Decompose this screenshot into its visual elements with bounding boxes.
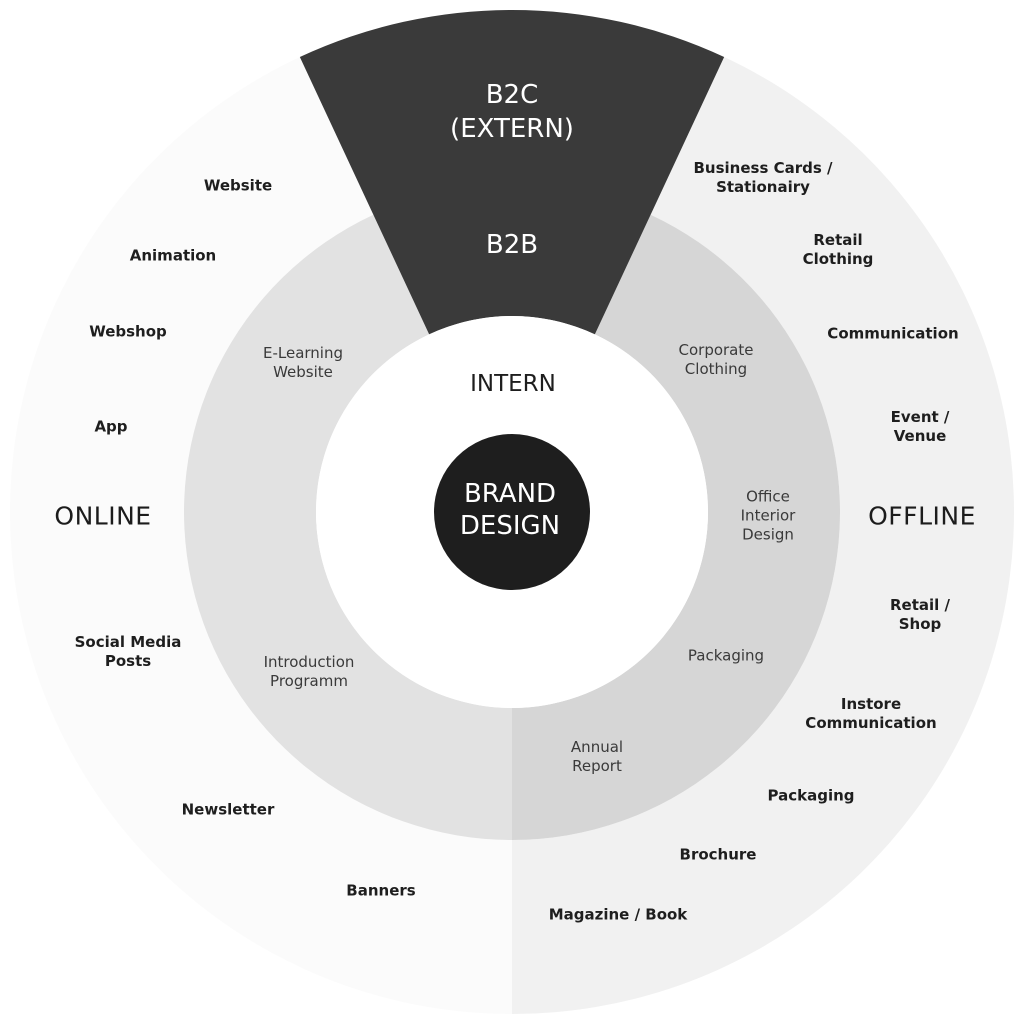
offline-item-retail-shop: Retail / Shop	[890, 596, 950, 633]
outer-ring-online	[9, 57, 512, 1014]
online-item-newsletter: Newsletter	[181, 800, 275, 819]
b2b-item-e-learning-website: E-Learning Website	[262, 344, 344, 381]
b2b-item-office-interior-design: Office Interior Design	[740, 487, 796, 544]
offline-item-retail-clothing: Retail Clothing	[802, 231, 874, 268]
online-item-website: Website	[203, 176, 273, 195]
middle-ring-right	[512, 214, 840, 840]
offline-item-packaging: Packaging	[767, 786, 855, 805]
b2b-label: B2B	[485, 230, 539, 260]
b2c-label: B2C (EXTERN)	[450, 80, 574, 144]
online-item-banners: Banners	[346, 881, 416, 900]
intern-label: INTERN	[470, 371, 556, 397]
offline-label: OFFLINE	[868, 501, 976, 531]
b2b-item-packaging: Packaging	[687, 646, 765, 665]
brand-design-label: BRAND DESIGN	[459, 479, 561, 541]
offline-item-business-cards: Business Cards / Stationairy	[693, 159, 833, 196]
brand-design-core	[434, 434, 590, 590]
b2b-item-corporate-clothing: Corporate Clothing	[678, 341, 754, 378]
offline-item-brochure: Brochure	[679, 845, 757, 864]
online-item-app: App	[94, 417, 128, 436]
online-item-webshop: Webshop	[89, 322, 167, 341]
offline-item-instore-communication: Instore Communication	[805, 695, 937, 732]
b2c-b2b-wedge	[299, 9, 725, 335]
b2b-item-introduction-programm: Introduction Programm	[263, 653, 355, 690]
offline-item-magazine-book: Magazine / Book	[548, 905, 688, 924]
offline-item-communication: Communication	[827, 324, 959, 343]
b2b-item-annual-report: Annual Report	[570, 738, 624, 775]
online-label: ONLINE	[54, 501, 152, 531]
middle-ring-left	[183, 214, 512, 840]
online-item-animation: Animation	[129, 246, 217, 265]
online-item-social-media-posts: Social Media Posts	[74, 633, 182, 670]
outer-ring-offline	[512, 57, 1015, 1014]
offline-item-event-venue: Event / Venue	[890, 408, 950, 445]
